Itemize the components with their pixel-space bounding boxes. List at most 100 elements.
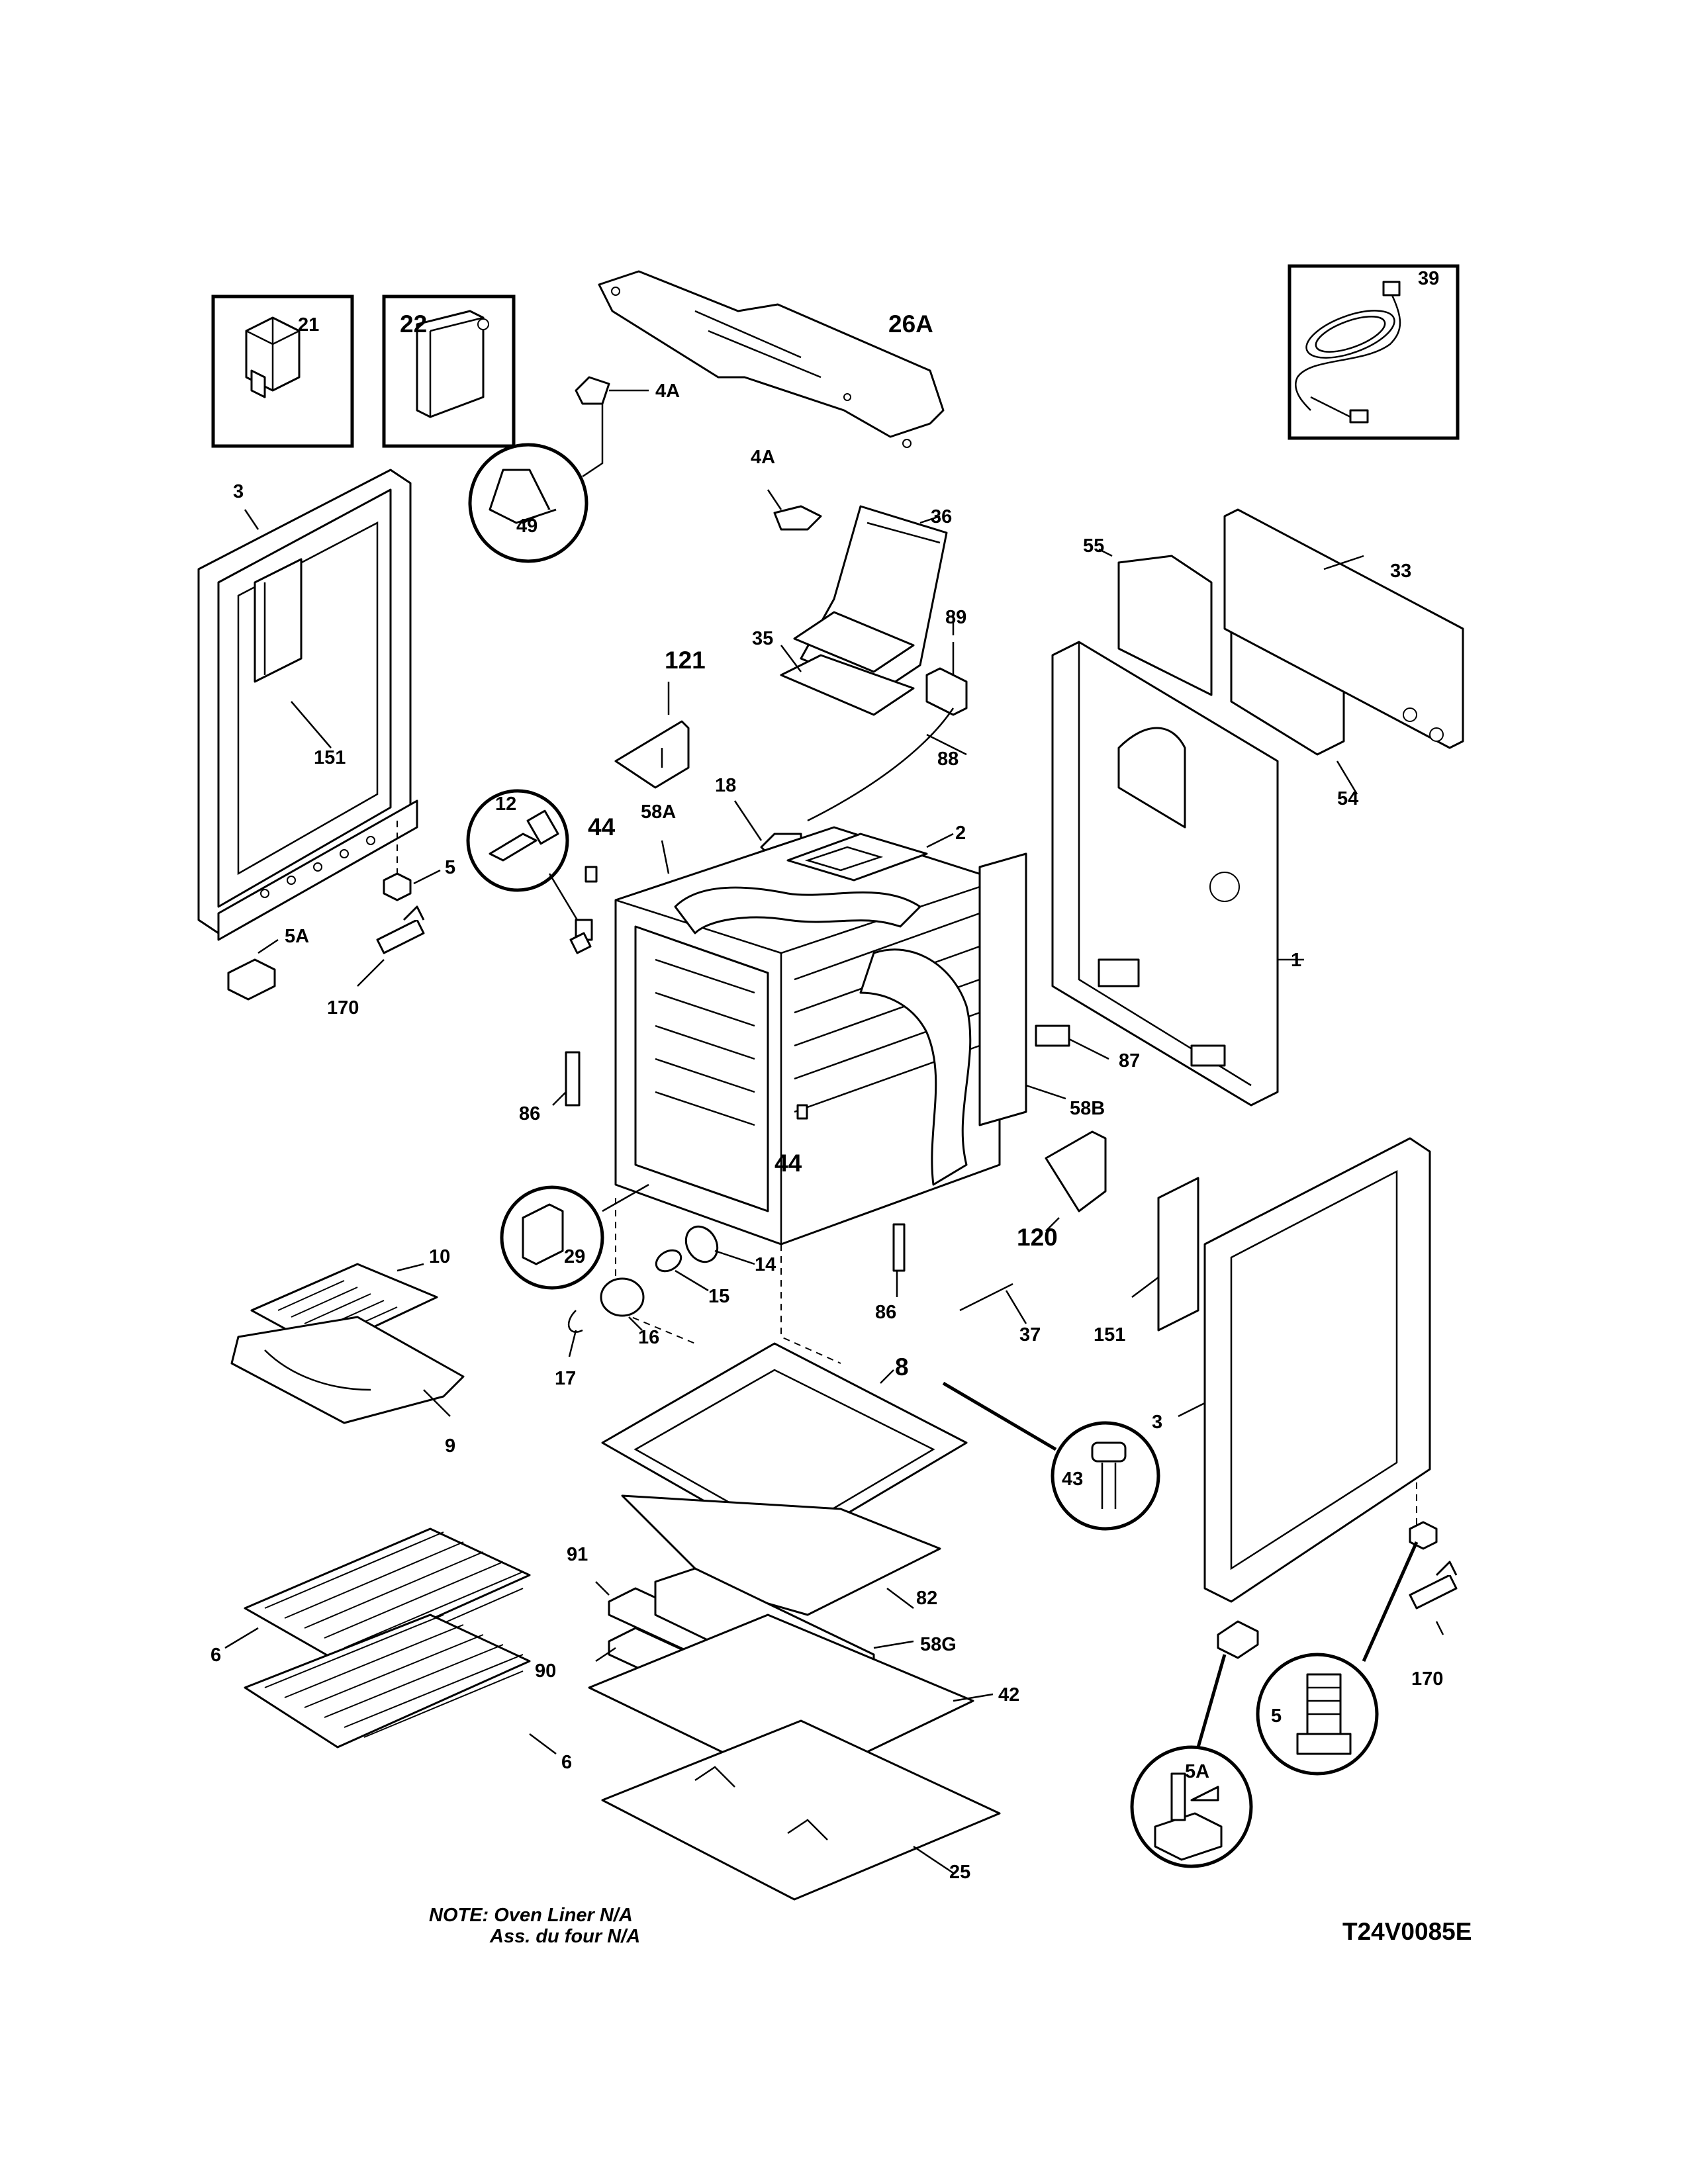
part-4a-clip-top [575,376,649,405]
label-90: 90 [535,1661,556,1682]
part-43-screw-detail [942,1381,1160,1531]
label-37: 37 [1019,1324,1041,1345]
label-26a: 26A [888,310,933,338]
label-87: 87 [1119,1050,1140,1071]
label-29: 29 [564,1246,585,1267]
label-88: 88 [937,749,959,770]
part-5-leveling-leg-left [383,869,441,901]
detail-circle-5a [1130,1654,1253,1868]
label-16: 16 [638,1327,659,1348]
label-86-left: 86 [519,1103,540,1124]
part-151-right-bracket [1131,1177,1199,1332]
label-8: 8 [895,1353,909,1381]
part-88-harness [807,707,967,822]
part-89-sensor [925,615,968,716]
part-1-back-panel [1051,641,1304,1107]
inset-box-21 [211,295,354,448]
detail-circle-29 [500,1183,649,1290]
label-54: 54 [1337,788,1358,809]
part-37-wire-tie [959,1283,1027,1324]
inset-box-22 [382,295,516,448]
label-1: 1 [1291,950,1301,971]
detail-circle-5 [1256,1541,1419,1776]
label-49: 49 [516,516,538,537]
part-58b-insulation [978,852,1066,1126]
part-9-broiler-pan [230,1316,465,1424]
inset-box-39 [1288,264,1460,440]
part-3-left-side-panel [197,469,418,941]
label-43: 43 [1062,1469,1083,1490]
note-line-2: Ass. du four N/A [490,1926,641,1947]
part-16-lamp-cover [600,1277,645,1331]
label-6-upper: 6 [211,1645,221,1666]
label-35: 35 [752,628,773,649]
label-5-detail: 5 [1271,1706,1282,1727]
part-55-cover [1098,548,1213,696]
label-25: 25 [949,1862,970,1883]
part-87-terminal-block [1035,1024,1109,1060]
part-5a-leg-bracket-left [227,938,279,1001]
part-26a-top-bracket [598,270,945,448]
label-151-right: 151 [1094,1324,1125,1345]
label-18: 18 [715,775,736,796]
part-15-lamp-bulb [655,1249,709,1292]
label-33: 33 [1390,561,1411,582]
label-170-right: 170 [1411,1668,1443,1690]
label-58b: 58B [1070,1098,1105,1119]
label-6-lower: 6 [561,1752,572,1773]
part-6-oven-rack-upper [224,1527,531,1662]
label-2: 2 [955,823,966,844]
part-5a-leg-bracket-right [1217,1620,1259,1659]
part-17-wire-clip [568,1310,583,1357]
part-14-lamp-socket [684,1225,755,1265]
label-42: 42 [998,1684,1019,1706]
label-39: 39 [1418,268,1439,289]
part-44-plug-lower [796,1104,808,1120]
label-44-lower: 44 [774,1150,802,1177]
label-55: 55 [1083,535,1104,557]
part-25-bottom-cover [601,1719,1001,1901]
label-4a-mid: 4A [751,447,775,468]
detail-circle-12 [466,789,590,940]
label-91: 91 [567,1544,588,1565]
diagram-code: T24V0085E [1342,1918,1472,1945]
label-36: 36 [931,506,952,527]
part-33-rear-shield [1223,508,1464,749]
label-14: 14 [755,1254,776,1275]
label-21: 21 [298,314,319,336]
label-17: 17 [555,1368,576,1389]
part-44-switch [569,919,593,954]
part-170-anti-tip-right [1409,1561,1458,1635]
part-3-right-side-panel [1178,1137,1431,1603]
note-line-1: NOTE: Oven Liner N/A [429,1905,633,1926]
label-121: 121 [665,647,706,674]
label-3-left: 3 [233,481,244,502]
label-44-upper: 44 [588,813,616,841]
label-86-right: 86 [875,1302,896,1323]
label-170-left: 170 [327,997,359,1019]
label-120: 120 [1017,1224,1058,1251]
label-10: 10 [429,1246,450,1267]
label-12: 12 [495,794,516,815]
label-4a-top: 4A [655,381,680,402]
label-15: 15 [708,1286,729,1307]
part-58a-oven-cavity [614,826,1001,1364]
part-6-oven-rack-lower [244,1614,557,1754]
label-5: 5 [445,857,455,878]
label-5a: 5A [285,926,309,947]
part-2-vent-frame [926,833,954,848]
detail-circle-49 [468,404,604,563]
part-121-bracket [614,682,690,789]
label-5a-detail: 5A [1185,1761,1209,1782]
label-151-left: 151 [314,747,346,768]
part-36-vent-duct [793,505,948,693]
label-58g: 58G [920,1634,957,1655]
part-120-bracket [1045,1130,1107,1232]
part-86-bracket-left [552,1051,581,1107]
label-3-right: 3 [1152,1412,1162,1433]
label-89: 89 [945,607,966,628]
part-4a-clip-mid [767,489,822,531]
part-86-bracket-right [892,1223,906,1297]
label-9: 9 [445,1435,455,1457]
